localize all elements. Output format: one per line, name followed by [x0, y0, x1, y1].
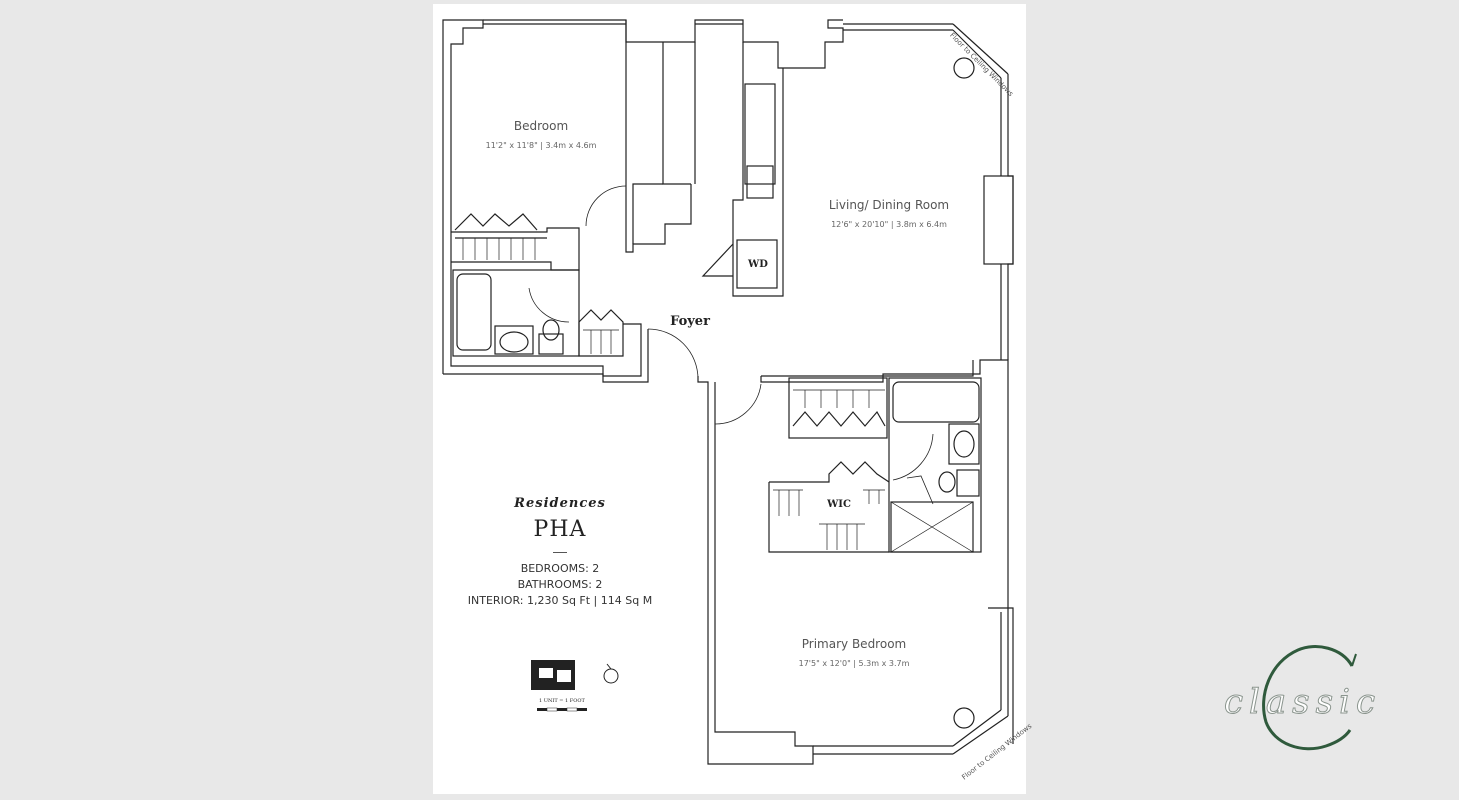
bathroom-1 — [452, 269, 580, 357]
living-dining-label: Living/ Dining Room — [828, 198, 950, 212]
foyer-label: Foyer — [670, 314, 710, 329]
interior-area: INTERIOR: 1,230 Sq Ft | 114 Sq M — [467, 594, 653, 607]
primary-bedroom-dimensions: 17'5" x 12'0" | 5.3m x 3.7m — [798, 659, 910, 668]
scale-caption: 1 UNIT = 1 FOOT — [539, 698, 585, 704]
column-bottom-right — [953, 707, 975, 729]
primary-bedroom-label: Primary Bedroom — [801, 637, 907, 651]
unit-code: PHA — [533, 517, 587, 542]
living-dining-dimensions: 12'6" x 20'10" | 3.8m x 6.4m — [831, 220, 947, 229]
floor-plan-drawing — [442, 19, 1014, 765]
bottom-wall — [813, 745, 953, 755]
right-wall — [1007, 74, 1014, 360]
floor-plan-sheet: Bedroom 11'2" x 11'8" | 3.4m x 4.6m Livi… — [433, 4, 1033, 794]
angled-window-bottom-right — [952, 709, 1009, 755]
bedroom-label: Bedroom — [513, 119, 569, 133]
washer-dryer-closet — [736, 239, 778, 289]
brand-label: Residences — [514, 496, 606, 511]
exterior-wall-upper — [442, 19, 642, 377]
walk-in-closet-label: WIC — [827, 499, 851, 510]
washer-dryer-label: WD — [748, 259, 768, 270]
walk-in-closet — [768, 461, 890, 553]
kitchen-counter — [732, 42, 784, 297]
bedrooms-count: BEDROOMS: 2 — [520, 562, 600, 575]
bedroom-dimensions: 11'2" x 11'8" | 3.4m x 4.6m — [485, 141, 597, 150]
divider — [553, 552, 567, 553]
angled-window-top-right — [952, 23, 1009, 79]
unit-info-block: Residences PHA BEDROOMS: 2 BATHROOMS: 2 … — [453, 496, 667, 609]
top-wall — [483, 19, 844, 69]
living-primary-wall — [760, 359, 1014, 744]
bathrooms-count: BATHROOMS: 2 — [517, 578, 603, 591]
bedroom-closet — [451, 227, 580, 271]
primary-bathroom — [888, 377, 982, 553]
primary-left-wall — [697, 376, 814, 765]
exterior-wall-upper-outer — [443, 329, 649, 383]
key-plan-icon — [531, 660, 619, 712]
classic-logo: classic — [1220, 640, 1390, 755]
column-top-right — [953, 57, 975, 79]
logo-letter-c-icon — [1262, 645, 1357, 751]
logo-word: classic — [1224, 682, 1381, 723]
